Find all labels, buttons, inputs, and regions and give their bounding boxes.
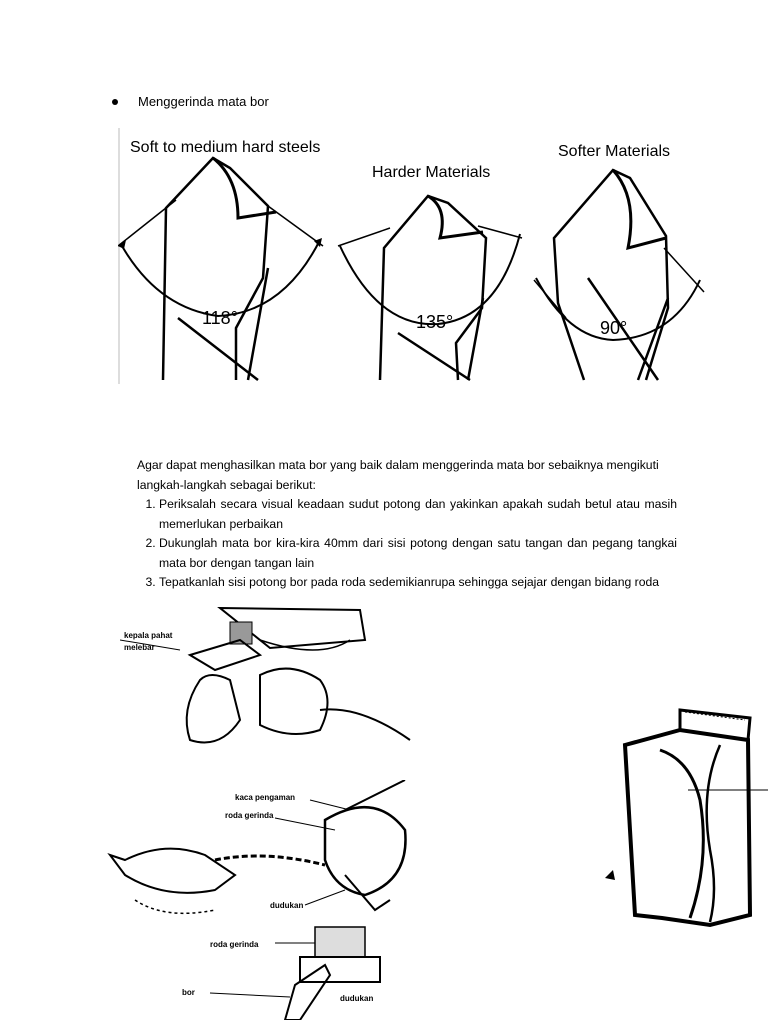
bullet-icon: [112, 99, 118, 105]
fig2-label-3: dudukan: [270, 901, 303, 910]
heading-text: Menggerinda mata bor: [138, 94, 269, 109]
bullet-heading: Menggerinda mata bor: [112, 94, 269, 109]
instructions-intro: Agar dapat menghasilkan mata bor yang ba…: [137, 456, 677, 495]
angle-label-3: 90°: [600, 318, 627, 338]
instruction-step-2: Dukunglah mata bor kira-kira 40mm dari s…: [159, 534, 677, 573]
instructions-block: Agar dapat menghasilkan mata bor yang ba…: [137, 456, 677, 593]
fig3-label-3: dudukan: [340, 994, 373, 1003]
fig2-label-1: kaca pengaman: [235, 793, 295, 802]
drill-panel-90: Softer Materials 90°: [534, 143, 704, 380]
grinding-wheel-illustration: kaca pengaman roda gerinda dudukan: [105, 780, 420, 935]
drill-rest-illustration: roda gerinda bor dudukan: [180, 925, 400, 1020]
fig2-label-2: roda gerinda: [225, 811, 274, 820]
drill-angle-figure: Soft to medium hard steels 118° Harder M…: [118, 128, 706, 384]
fig3-label-2: bor: [182, 988, 195, 997]
grinding-hands-illustration: kepala pahat melebar: [120, 600, 420, 770]
fig1-label-1: kepala pahat: [124, 631, 173, 640]
fig1-label-2: melebar: [124, 643, 155, 652]
panel-title-1: Soft to medium hard steels: [130, 139, 320, 156]
fig3-label-1: roda gerinda: [210, 940, 259, 949]
drill-panel-135: Harder Materials 135°: [338, 164, 522, 380]
angle-label-2: 135°: [416, 312, 453, 332]
drill-bit-3d-illustration: [600, 700, 768, 945]
panel-title-2: Harder Materials: [372, 164, 490, 181]
instruction-step-1: Periksalah secara visual keadaan sudut p…: [159, 495, 677, 534]
instruction-step-3: Tepatkanlah sisi potong bor pada roda se…: [159, 573, 677, 593]
panel-title-3: Softer Materials: [558, 143, 670, 160]
instructions-list: Periksalah secara visual keadaan sudut p…: [137, 495, 677, 593]
angle-label-1: 118°: [202, 308, 238, 328]
drill-panel-118: Soft to medium hard steels 118°: [118, 139, 323, 380]
